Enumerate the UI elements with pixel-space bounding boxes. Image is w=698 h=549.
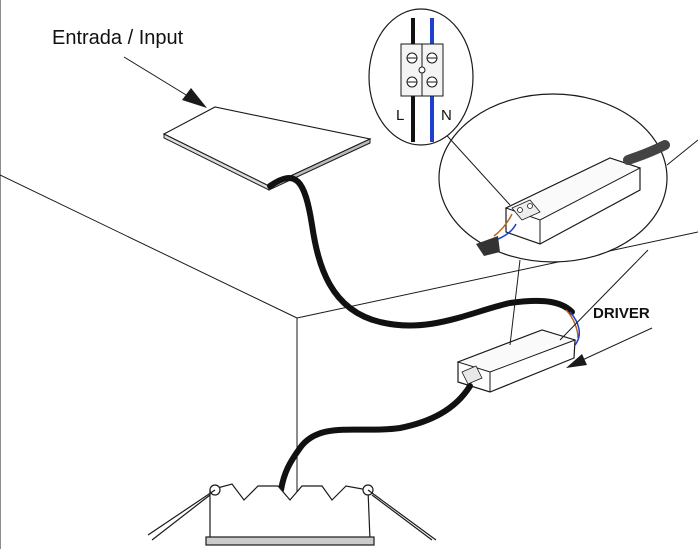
driver-box-icon — [456, 329, 577, 393]
input-cable — [267, 175, 575, 329]
terminal-label-l: L — [396, 107, 404, 124]
driver-label-arrow — [566, 327, 653, 368]
terminal-block-icon — [368, 8, 474, 146]
terminal-label-n: N — [441, 107, 452, 124]
input-label-arrow — [123, 56, 207, 108]
input-panel-icon — [162, 106, 372, 191]
output-cable — [278, 383, 473, 493]
input-label: Entrada / Input — [52, 27, 184, 49]
terminal-leader-line — [439, 127, 511, 206]
magnified-driver-detail — [438, 93, 698, 263]
downlight-icon — [147, 483, 437, 546]
zoom-lines — [509, 249, 649, 346]
driver-label: DRIVER — [593, 305, 650, 322]
